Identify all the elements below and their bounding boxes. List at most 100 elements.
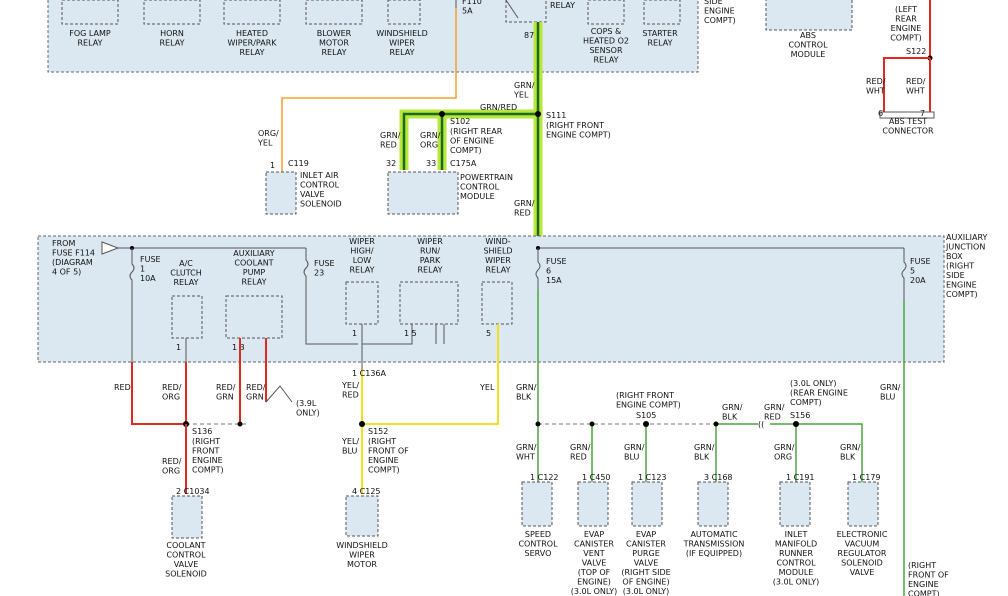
grn-blk-label-2: GRN/BLK [694,443,715,462]
abs-pin-6: 6 [878,109,883,118]
c1034-label: 2 C1034 [176,487,210,496]
powertrain-control-module [387,171,459,215]
c191-label: 1 C191 [786,473,815,482]
ac-clutch-relay [171,295,203,339]
blower-motor-relay [305,0,363,25]
abs-test-connector [879,111,935,119]
vacuum-regulator-solenoid [847,481,879,527]
red-wht-label-left: RED/WHT [866,77,886,96]
s105-splice [643,421,649,427]
horn-relay [143,0,201,25]
wiper-rp-pins: 1 5 [404,329,417,338]
c119-label: C119 [288,159,309,168]
automatic-transmission [697,481,729,527]
only-39-arrow [265,385,293,403]
aux-pins: 1 3 [232,343,245,352]
wiper-rp-out [362,324,413,345]
c123-label: 1 C123 [638,473,667,482]
red-org-label-2: RED/ORG [162,457,182,476]
c136a-label: 1 C136A [352,369,386,378]
grn-wht-label: GRN/WHT [516,443,537,462]
fuse-23 [303,248,358,345]
grn-org-label-2: GRN/ORG [774,443,795,462]
wiper-high-low-relay [345,281,379,325]
s156-splice [793,421,799,427]
heated-wiper-park-relay [223,0,281,25]
ac-pin-3: 1 [176,343,181,352]
grn-blk-label: GRN/BLK [516,383,537,402]
node-538 [535,421,541,427]
fuse-5 [901,248,907,300]
grn-red-label-b: GRN/RED [764,403,785,422]
grn-red-core-branch1 [402,112,538,170]
aux-splice [237,421,243,427]
evap-purge-valve [631,481,663,527]
inlet-manifold-runner-module [779,481,811,527]
fuse-1 [129,248,135,424]
yel-wire [362,324,499,425]
red-grn-label-1: RED/GRN [216,383,236,402]
coolant-control-valve [171,495,203,539]
grn-blu-label: GRN/BLU [880,383,901,402]
s152-splice [359,421,365,427]
red-wire [131,362,186,425]
from-fuse-arrow [101,241,120,255]
pin-87-label: 87 [524,31,534,40]
yel-label: YEL [479,383,495,392]
grn-blu-label-2: GRN/BLU [624,443,645,462]
windshield-wiper-relay-ajb [481,281,513,325]
top-center-relay [505,0,547,23]
speed-control-servo [521,481,553,527]
relay-switch-contact [505,0,519,19]
c450-label: 1 C450 [582,473,611,482]
windshield-wiper-relay [387,0,421,25]
grn-red-v-label: GRN/RED [514,199,535,218]
s156-label: S156 [790,411,810,420]
evap-vent-valve [577,481,609,527]
s105-label: S105 [636,411,656,420]
grn-red-h-label: GRN/RED [480,103,517,112]
grn-red-wire-b [770,423,863,482]
cops-relay [587,0,625,25]
s102-label: S102 [450,117,470,126]
c125-label: 4 C125 [352,487,381,496]
windshield-wiper-motor [345,495,379,537]
grn-blk-label-4: GRN/BLK [840,443,861,462]
fog-lamp-relay [61,0,119,25]
s111-label: S111 [546,111,566,120]
grn-red-left-label: GRN/RED [380,131,401,150]
s136-label: S136 [192,427,212,436]
grn-blk-label-3: GRN/BLK [722,403,743,422]
